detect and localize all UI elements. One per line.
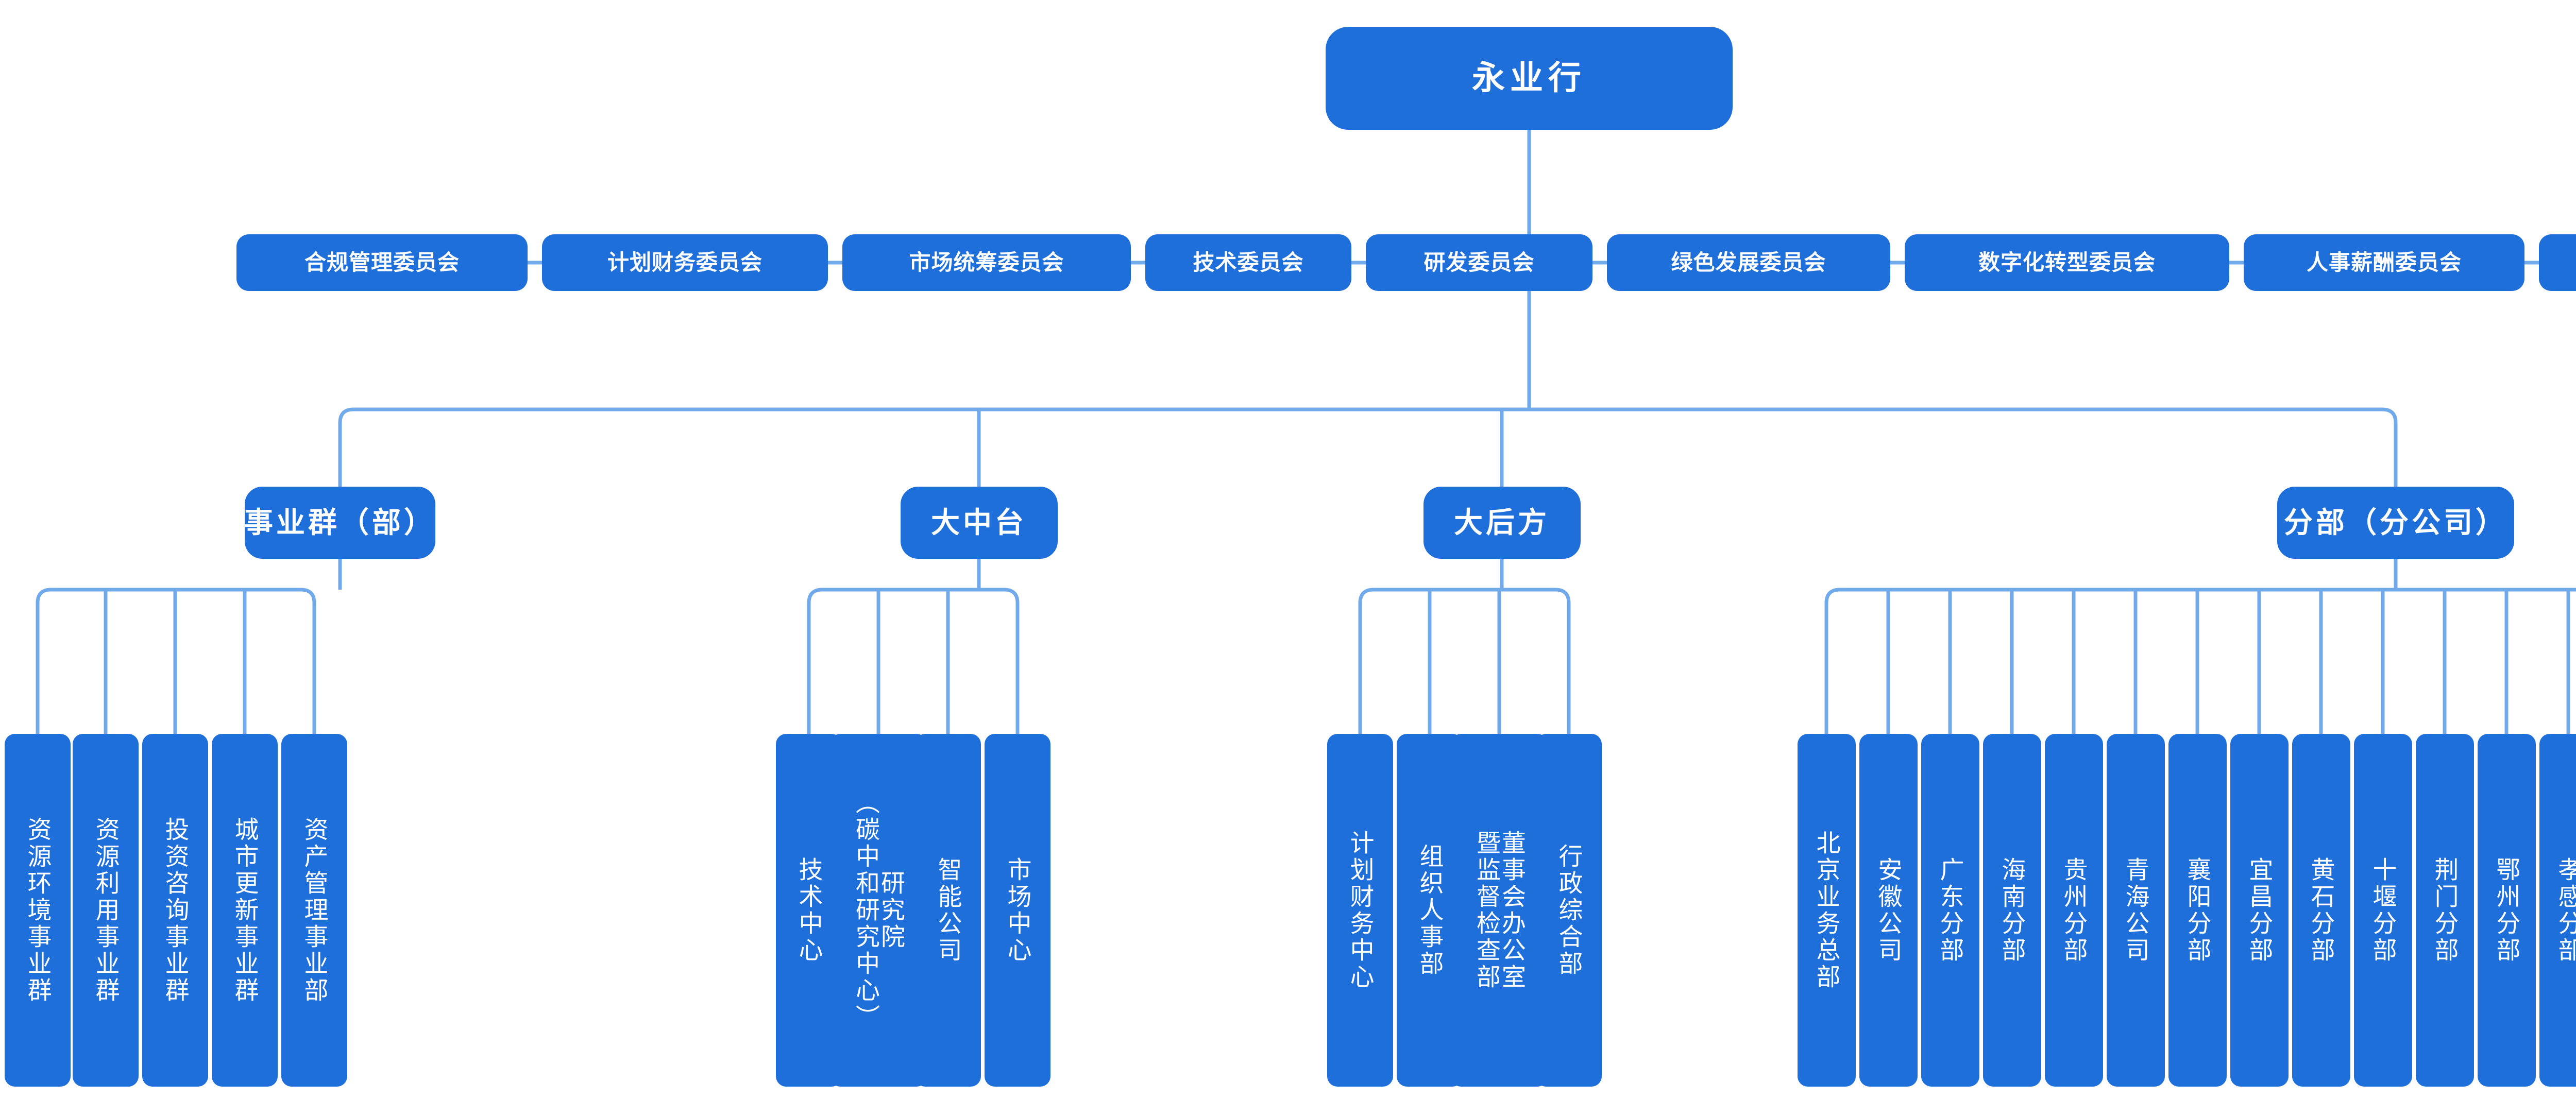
committee-node-5[interactable]: 研发委员会: [1366, 234, 1592, 291]
leaf-label: 青海公司: [2122, 856, 2149, 964]
division-label: 大中台: [931, 506, 1027, 539]
leaf-node-4-7[interactable]: 襄阳分部: [2168, 734, 2227, 1087]
leaf-node-4-8[interactable]: 宜昌分部: [2230, 734, 2289, 1087]
leaf-node-4-9[interactable]: 黄石分部: [2292, 734, 2350, 1087]
leaf-node-4-4[interactable]: 海南分部: [1982, 734, 2041, 1087]
root-label: 永业行: [1472, 59, 1586, 97]
committee-node-6[interactable]: 绿色发展委员会: [1607, 234, 1890, 291]
leaf-node-1-2[interactable]: 资源利用事业群: [73, 734, 139, 1087]
leaf-label-col2: （碳中和研究中心）: [852, 789, 879, 1031]
leaf-node-2-2[interactable]: （碳中和研究中心）研究院: [830, 734, 927, 1087]
committee-node-9[interactable]: 综合品牌委员会: [2539, 234, 2576, 291]
leaf-node-3-3[interactable]: 暨监督检查部董事会办公室: [1451, 734, 1548, 1087]
leaf-node-4-2[interactable]: 安徽公司: [1859, 734, 1918, 1087]
leaf-label: 广东分部: [1936, 856, 1964, 964]
leaf-label: 宜昌分部: [2245, 856, 2273, 964]
committee-label: 人事薪酬委员会: [2306, 250, 2462, 274]
leaf-node-4-12[interactable]: 鄂州分部: [2477, 734, 2536, 1087]
committee-node-8[interactable]: 人事薪酬委员会: [2244, 234, 2524, 291]
leaf-label: 技术中心: [795, 856, 823, 964]
leaf-node-4-10[interactable]: 十堰分部: [2353, 734, 2412, 1087]
division-node-2[interactable]: 大中台: [900, 487, 1058, 559]
leaf-node-2-3[interactable]: 智能公司: [915, 734, 981, 1087]
leaf-label: 鄂州分部: [2493, 856, 2520, 964]
leaf-node-1-1[interactable]: 资源环境事业群: [5, 734, 71, 1087]
division-node-1[interactable]: 事业群（部）: [244, 487, 436, 559]
leaf-label-col2: 暨监督检查部: [1473, 830, 1500, 991]
leaf-label: 北京业务总部: [1812, 830, 1840, 991]
leaf-label: 投资咨询事业群: [161, 816, 189, 1004]
leaf-node-4-1[interactable]: 北京业务总部: [1797, 734, 1856, 1087]
division-label: 分部（分公司）: [2284, 506, 2507, 539]
leaf-node-1-5[interactable]: 资产管理事业部: [281, 734, 347, 1087]
committee-node-1[interactable]: 合规管理委员会: [236, 234, 528, 291]
leaf-node-3-1[interactable]: 计划财务中心: [1327, 734, 1393, 1087]
leaf-label: 市场中心: [1004, 856, 1031, 964]
leaf-label: 资产管理事业部: [300, 816, 328, 1004]
leaf-node-1-3[interactable]: 投资咨询事业群: [142, 734, 208, 1087]
leaf-label: 城市更新事业群: [231, 816, 259, 1004]
committee-label: 市场统筹委员会: [909, 250, 1064, 274]
committee-label: 合规管理委员会: [304, 250, 460, 274]
leaf-label: 襄阳分部: [2183, 856, 2211, 964]
leaf-label-col1: 研究院: [877, 870, 905, 951]
leaf-label: 荆门分部: [2431, 856, 2459, 964]
leaf-label-col1: 董事会办公室: [1498, 830, 1526, 991]
leaf-label: 贵州分部: [2060, 856, 2088, 964]
leaf-node-4-6[interactable]: 青海公司: [2106, 734, 2165, 1087]
leaf-label: 计划财务中心: [1346, 830, 1374, 991]
leaf-node-4-3[interactable]: 广东分部: [1921, 734, 1979, 1087]
leaf-label: 海南分部: [1998, 856, 2026, 964]
committee-node-4[interactable]: 技术委员会: [1145, 234, 1351, 291]
leaf-node-1-4[interactable]: 城市更新事业群: [212, 734, 278, 1087]
committee-label: 计划财务委员会: [607, 250, 762, 274]
committee-label: 绿色发展委员会: [1671, 250, 1826, 274]
leaf-label: 孝感分部: [2554, 856, 2576, 964]
leaf-label: 黄石分部: [2307, 856, 2335, 964]
leaf-label: 安徽公司: [1874, 856, 1902, 964]
leaf-label: 十堰分部: [2369, 856, 2397, 964]
leaf-label: 智能公司: [934, 856, 962, 964]
division-node-4[interactable]: 分部（分公司）: [2277, 487, 2514, 559]
leaf-label: 组织人事部: [1416, 843, 1444, 977]
leaf-node-3-4[interactable]: 行政综合部: [1536, 734, 1602, 1087]
leaf-label: 资源环境事业群: [24, 816, 52, 1004]
committee-node-2[interactable]: 计划财务委员会: [542, 234, 828, 291]
committee-node-7[interactable]: 数字化转型委员会: [1905, 234, 2229, 291]
division-node-3[interactable]: 大后方: [1423, 487, 1581, 559]
leaf-node-4-13[interactable]: 孝感分部: [2539, 734, 2576, 1087]
committee-label: 数字化转型委员会: [1978, 250, 2156, 274]
leaf-label: 资源利用事业群: [92, 816, 120, 1004]
division-label: 大后方: [1454, 506, 1550, 539]
leaf-node-4-11[interactable]: 荆门分部: [2415, 734, 2474, 1087]
division-label: 事业群（部）: [244, 506, 436, 539]
root-node[interactable]: 永业行: [1326, 27, 1733, 130]
committee-label: 技术委员会: [1193, 250, 1304, 274]
committee-label: 研发委员会: [1423, 250, 1535, 274]
committee-node-3[interactable]: 市场统筹委员会: [842, 234, 1131, 291]
leaf-node-2-4[interactable]: 市场中心: [985, 734, 1050, 1087]
leaf-label: 行政综合部: [1555, 843, 1583, 977]
leaf-node-4-5[interactable]: 贵州分部: [2044, 734, 2103, 1087]
